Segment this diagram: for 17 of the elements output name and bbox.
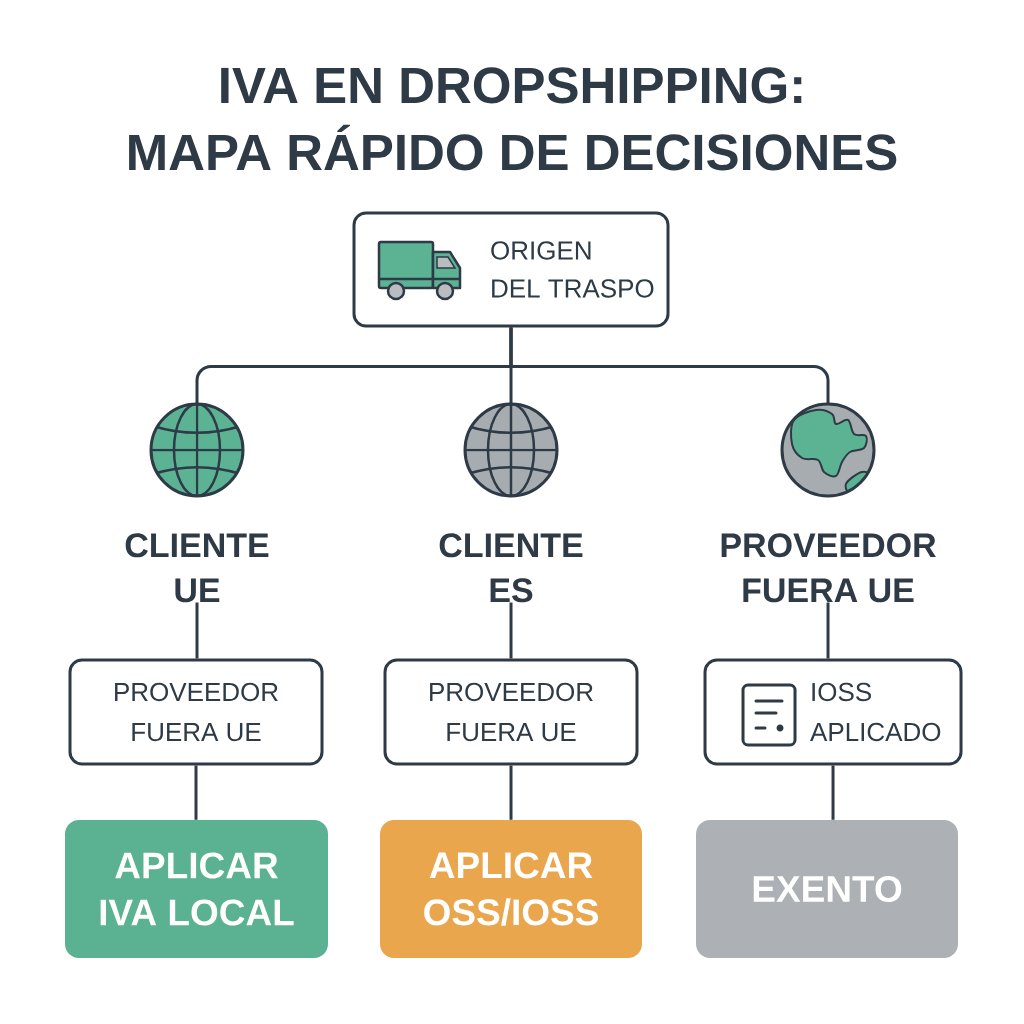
process-box: IOSS APLICADO [703, 658, 963, 766]
category-label: CLIENTE ES [439, 533, 583, 603]
connector-line [831, 765, 835, 820]
connector-line [509, 765, 513, 820]
result-box: APLICAR OSS/IOSS [380, 820, 642, 958]
category-label: CLIENTE UE [125, 533, 269, 603]
connector-line [509, 602, 513, 659]
connector-line [509, 327, 830, 404]
category-label: PROVEEDOR FUERA UE [721, 533, 936, 603]
result-box: APLICAR IVA LOCAL [65, 820, 328, 958]
title: IVA EN DROPSHIPPING: MAPA RÁPIDO DE DECISIONES [129, 67, 897, 171]
connector-line [826, 602, 830, 659]
connector-line [194, 765, 198, 820]
process-box: PROVEEDOR FUERA UE [68, 658, 324, 766]
connector-line [195, 602, 199, 659]
process-box: PROVEEDOR FUERA UE [383, 658, 639, 766]
result-box: EXENTO [696, 820, 958, 958]
